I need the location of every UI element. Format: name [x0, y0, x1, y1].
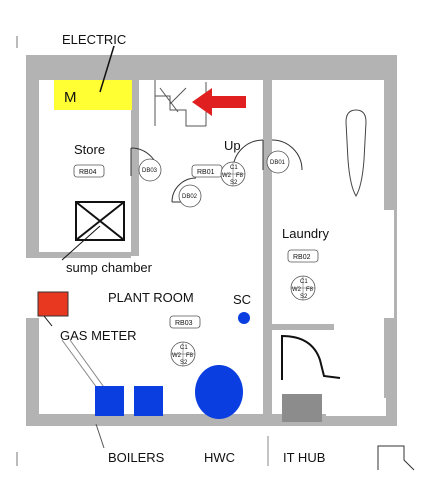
detector-laundry: C1 W2 F8 S2: [290, 275, 316, 301]
electric-meter-panel: [54, 80, 132, 110]
room-tag-plant: RB03: [169, 315, 201, 329]
left-wall-opening: [26, 258, 40, 318]
svg-text:C1: C1: [300, 279, 308, 285]
svg-text:C1: C1: [180, 345, 188, 351]
label-it-hub: IT HUB: [283, 450, 325, 465]
svg-text:RB03: RB03: [175, 320, 193, 327]
label-up: Up: [224, 138, 241, 153]
bottom-right-bracket: [377, 445, 415, 471]
partition-hall-laundry: [263, 80, 272, 414]
svg-text:RB01: RB01: [197, 169, 215, 176]
label-gas-meter: GAS METER: [60, 328, 137, 343]
right-wall-opening-lower: [326, 398, 386, 416]
label-store: Store: [74, 142, 105, 157]
room-tag-store: RB04: [73, 164, 105, 178]
partition-store-plant: [39, 252, 131, 258]
laundry-fixture: [281, 334, 341, 380]
gas-meter-leader-line: [43, 315, 53, 327]
boiler-2: [134, 386, 163, 416]
svg-text:DB01: DB01: [270, 160, 286, 166]
boiler-1: [95, 386, 124, 416]
electric-leader-line: [99, 45, 115, 93]
it-hub-box: [282, 394, 322, 422]
label-plant-room: PLANT ROOM: [108, 290, 194, 305]
svg-text:W2: W2: [292, 287, 302, 293]
right-wall-opening: [334, 210, 394, 318]
svg-text:DB03: DB03: [142, 168, 158, 174]
svg-text:RB02: RB02: [293, 254, 311, 261]
door-tag-db03: DB03: [138, 158, 162, 182]
stair-direction-arrow: [192, 88, 246, 116]
svg-text:F8: F8: [236, 173, 244, 179]
svg-text:F8: F8: [186, 353, 194, 359]
sump-chamber: [75, 201, 125, 241]
svg-text:F8: F8: [306, 287, 314, 293]
svg-text:W2: W2: [222, 173, 232, 179]
bottom-pipe-line: [95, 423, 105, 449]
label-laundry: Laundry: [282, 226, 329, 241]
label-sump-chamber: sump chamber: [66, 260, 153, 275]
svg-text:DB02: DB02: [182, 194, 198, 200]
plant-room-floor-upper: [131, 202, 263, 262]
partition-store-hall: [131, 80, 139, 256]
svg-text:S2: S2: [180, 360, 188, 366]
svg-text:S2: S2: [230, 180, 238, 186]
detector-hall: C1 W2 F8 S2: [220, 161, 246, 187]
electric-meter-letter: M: [64, 89, 77, 106]
hot-water-cylinder: [195, 365, 243, 419]
door-tag-db01: DB01: [266, 150, 290, 174]
svg-text:C1: C1: [230, 165, 238, 171]
svg-text:W2: W2: [172, 353, 182, 359]
room-tag-laundry: RB02: [287, 249, 319, 263]
detector-plant: C1 W2 F8 S2: [170, 341, 196, 367]
sink-fixture: [345, 109, 367, 197]
door-tag-db02: DB02: [178, 184, 202, 208]
svg-text:S2: S2: [300, 294, 308, 300]
label-hwc: HWC: [204, 450, 235, 465]
room-tag-hall: RB01: [191, 164, 223, 178]
svg-text:RB04: RB04: [79, 169, 97, 176]
gas-pipe: [61, 339, 107, 393]
sc-marker: [238, 312, 250, 324]
label-boilers: BOILERS: [108, 450, 165, 465]
label-electric: ELECTRIC: [62, 32, 126, 47]
label-sc: SC: [233, 292, 251, 307]
partition-laundry-ithub: [272, 324, 334, 330]
sump-leader-line: [61, 225, 101, 261]
gas-meter: [37, 291, 69, 317]
